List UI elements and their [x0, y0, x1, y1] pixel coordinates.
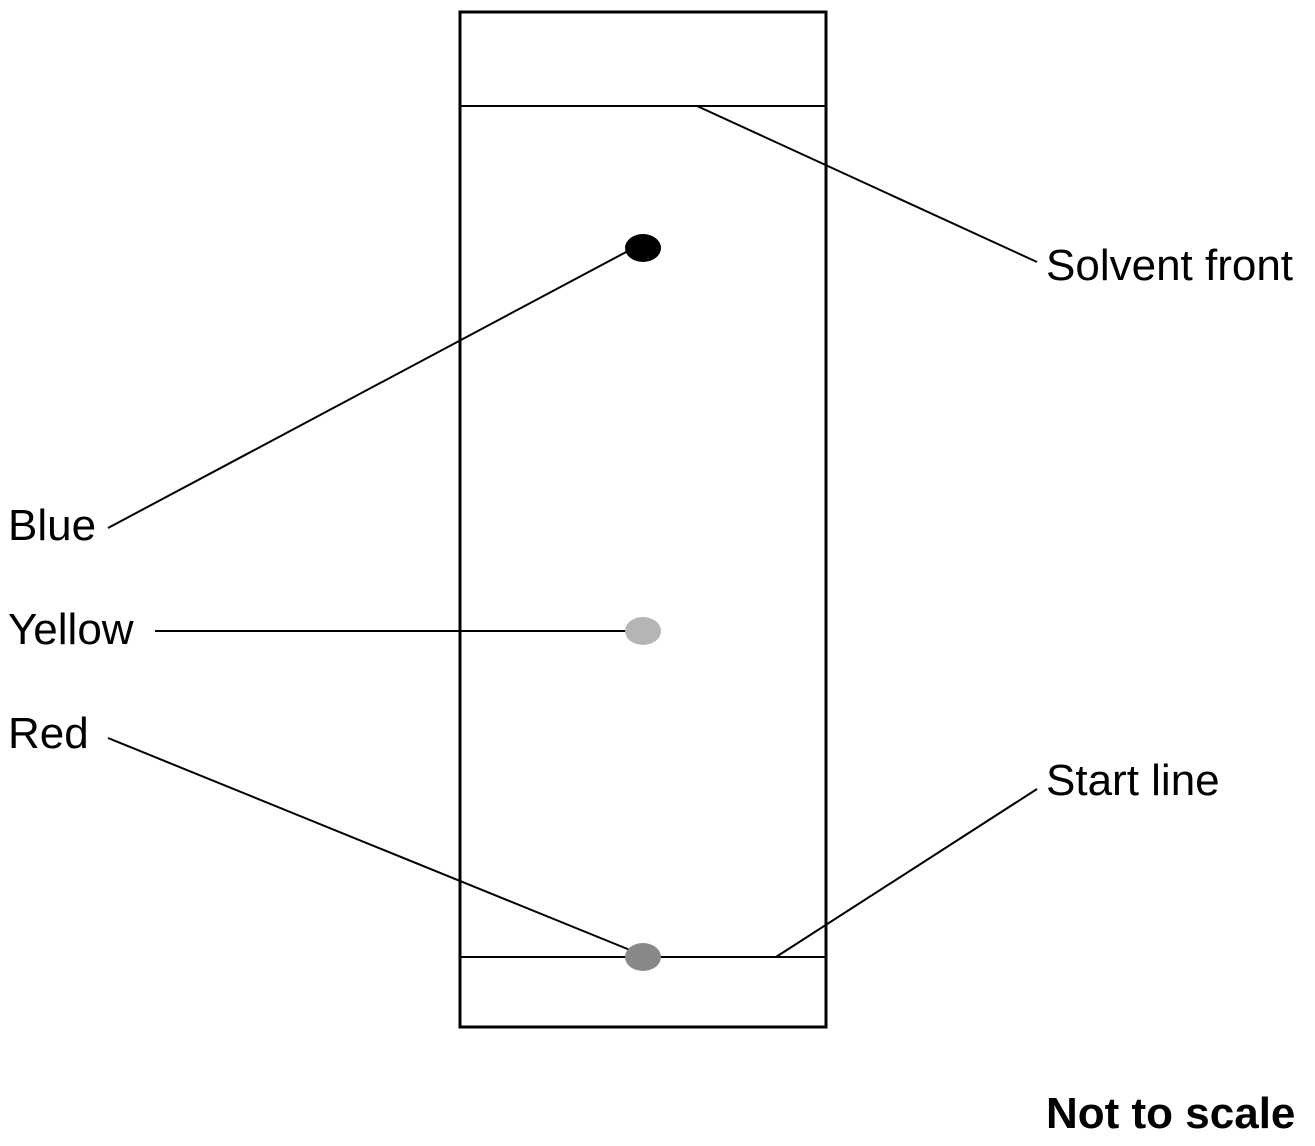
blue-label: Blue: [8, 501, 96, 550]
start-line-leader: [775, 788, 1038, 958]
red-label: Red: [8, 709, 89, 758]
blue-leader: [107, 250, 629, 529]
blue-spot: [625, 234, 661, 262]
solvent-front-label: Solvent front: [1046, 241, 1293, 290]
red-spot: [625, 943, 661, 971]
start-line-label: Start line: [1046, 756, 1220, 805]
yellow-spot: [625, 617, 661, 645]
not-to-scale-note: Not to scale: [1046, 1089, 1295, 1138]
red-leader: [107, 737, 631, 951]
yellow-label: Yellow: [8, 605, 134, 654]
solvent-front-leader: [696, 105, 1038, 263]
paper-strip: [458, 10, 828, 1029]
